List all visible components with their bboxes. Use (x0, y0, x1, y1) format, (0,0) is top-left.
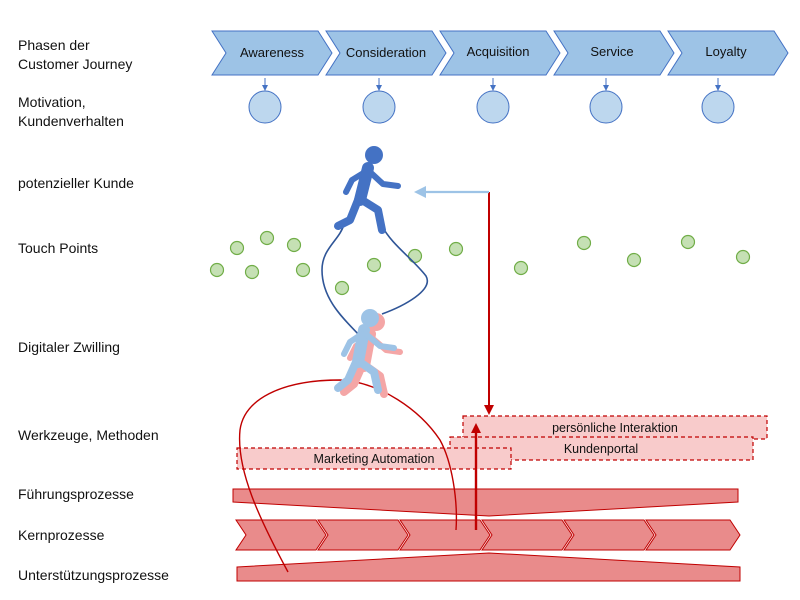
phase-label-awareness: Awareness (240, 45, 305, 60)
twin-head (361, 309, 379, 327)
touchpoint-dot (366, 257, 382, 273)
process-loop-curve (238, 379, 458, 573)
motivation-circle-5 (701, 90, 735, 124)
touchpoint-dot (259, 230, 275, 246)
tools-boxes: persönliche Interaktion Kundenportal Mar… (236, 415, 768, 470)
touchpoint-dot (209, 262, 225, 278)
touchpoint-dot (576, 235, 592, 251)
customer-head (365, 146, 383, 164)
tool-label-customer-portal: Kundenportal (564, 442, 638, 456)
row-label-core: Kernprozesse (18, 527, 105, 543)
phase-label-service: Service (590, 44, 633, 59)
row-label-phases-line2: Customer Journey (18, 56, 132, 72)
twin-body (334, 309, 397, 394)
phase-chevron-acquisition (439, 30, 561, 76)
support-process-band (236, 552, 741, 582)
row-label-leadership: Führungsprozesse (18, 486, 134, 502)
row-labels: Phasen der Customer Journey Motivation, … (18, 37, 169, 583)
touchpoint-dot (295, 262, 311, 278)
core-process-chevron-4 (481, 519, 573, 551)
phase-chevron-consideration (325, 30, 447, 76)
touchpoint-dot (735, 249, 751, 265)
touchpoint-dot (229, 240, 245, 256)
customer-arm-back (343, 169, 368, 195)
customer-twin-connector (321, 223, 429, 337)
motivation-circle-3 (476, 90, 510, 124)
motivation-circle-2 (362, 90, 396, 124)
touchpoint-dot (407, 248, 423, 264)
potential-customer-figure (334, 146, 401, 234)
tool-label-personal-interaction: persönliche Interaktion (552, 421, 678, 435)
tool-box-marketing-automation (236, 447, 512, 470)
process-shapes (232, 488, 741, 582)
motivation-circle-1 (248, 90, 282, 124)
leadership-process-band (232, 488, 739, 517)
phase-chevron-loyalty (667, 30, 789, 76)
row-label-motivation-line1: Motivation, (18, 94, 86, 110)
touchpoint-dot (448, 241, 464, 257)
motivation-circles (248, 78, 735, 124)
core-process-chevron-5 (563, 519, 655, 551)
row-label-phases-line1: Phasen der (18, 37, 90, 53)
core-process-chevron-6 (645, 519, 741, 551)
customer-leg-back (334, 196, 362, 230)
core-process-chevron-1 (235, 519, 327, 551)
touchpoint-dot (680, 234, 696, 250)
row-label-tools: Werkzeuge, Methoden (18, 427, 159, 443)
core-process-chevron-3 (399, 519, 491, 551)
digital-twin-figure (334, 309, 403, 398)
row-label-touchpoints: Touch Points (18, 240, 98, 256)
row-label-customer: potenzieller Kunde (18, 175, 134, 191)
customer-arm-front (367, 169, 401, 189)
phase-chevrons: Awareness Consideration Acquisition Serv… (211, 30, 789, 76)
touchpoint-dot (626, 252, 642, 268)
touchpoint-dot (513, 260, 529, 276)
core-process-chevron-2 (317, 519, 409, 551)
customer-leg-front (358, 196, 386, 234)
touchpoint-dot (244, 264, 260, 280)
phase-label-loyalty: Loyalty (705, 44, 747, 59)
row-label-support: Unterstützungsprozesse (18, 567, 169, 583)
phase-chevron-awareness (211, 30, 333, 76)
phase-chevron-service (553, 30, 675, 76)
row-label-motivation-line2: Kundenverhalten (18, 113, 124, 129)
touchpoint-dot (286, 237, 302, 253)
touchpoint-dot (334, 280, 350, 296)
motivation-circle-4 (589, 90, 623, 124)
touchpoints (209, 230, 751, 296)
row-label-twin: Digitaler Zwilling (18, 339, 120, 355)
row-label-motivation: Motivation, Kundenverhalten (18, 94, 124, 129)
connector-lines (238, 186, 494, 573)
phase-label-acquisition: Acquisition (467, 44, 530, 59)
phase-label-consideration: Consideration (346, 45, 426, 60)
tool-label-marketing-automation: Marketing Automation (314, 452, 435, 466)
row-label-phases: Phasen der Customer Journey (18, 37, 132, 72)
